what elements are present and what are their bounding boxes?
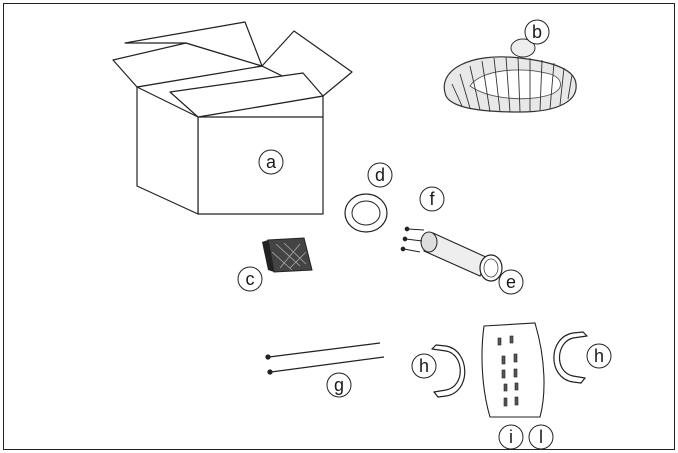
svg-text:g: g [334, 375, 344, 395]
grille-illustration [262, 237, 313, 273]
screw-bag-illustration [481, 322, 545, 418]
label-e: e [498, 269, 524, 295]
label-a: a [258, 149, 284, 175]
svg-text:b: b [532, 22, 542, 42]
hose-illustration [443, 38, 577, 113]
label-l: l [528, 424, 554, 450]
ring-illustration [344, 193, 388, 233]
svg-text:e: e [506, 272, 516, 292]
rods-illustration [265, 342, 385, 375]
svg-text:d: d [375, 165, 385, 185]
label-c: c [237, 266, 263, 292]
pipe-illustration [420, 231, 503, 282]
svg-text:f: f [429, 189, 435, 209]
screws-illustration [400, 226, 425, 253]
label-f: f [419, 186, 445, 212]
svg-text:h: h [594, 346, 604, 366]
svg-text:i: i [509, 427, 513, 447]
svg-text:c: c [246, 269, 255, 289]
svg-text:h: h [419, 356, 429, 376]
diagram-border [3, 3, 675, 450]
box-illustration [112, 21, 353, 215]
label-h-right: h [586, 343, 612, 369]
svg-text:l: l [539, 427, 543, 447]
bracket-left-illustration [431, 344, 466, 398]
label-d: d [367, 162, 393, 188]
svg-text:a: a [266, 152, 277, 172]
label-g: g [326, 372, 352, 398]
bracket-right-illustration [553, 331, 588, 384]
label-h-left: h [411, 353, 437, 379]
label-b: b [524, 19, 550, 45]
label-i: i [498, 424, 524, 450]
